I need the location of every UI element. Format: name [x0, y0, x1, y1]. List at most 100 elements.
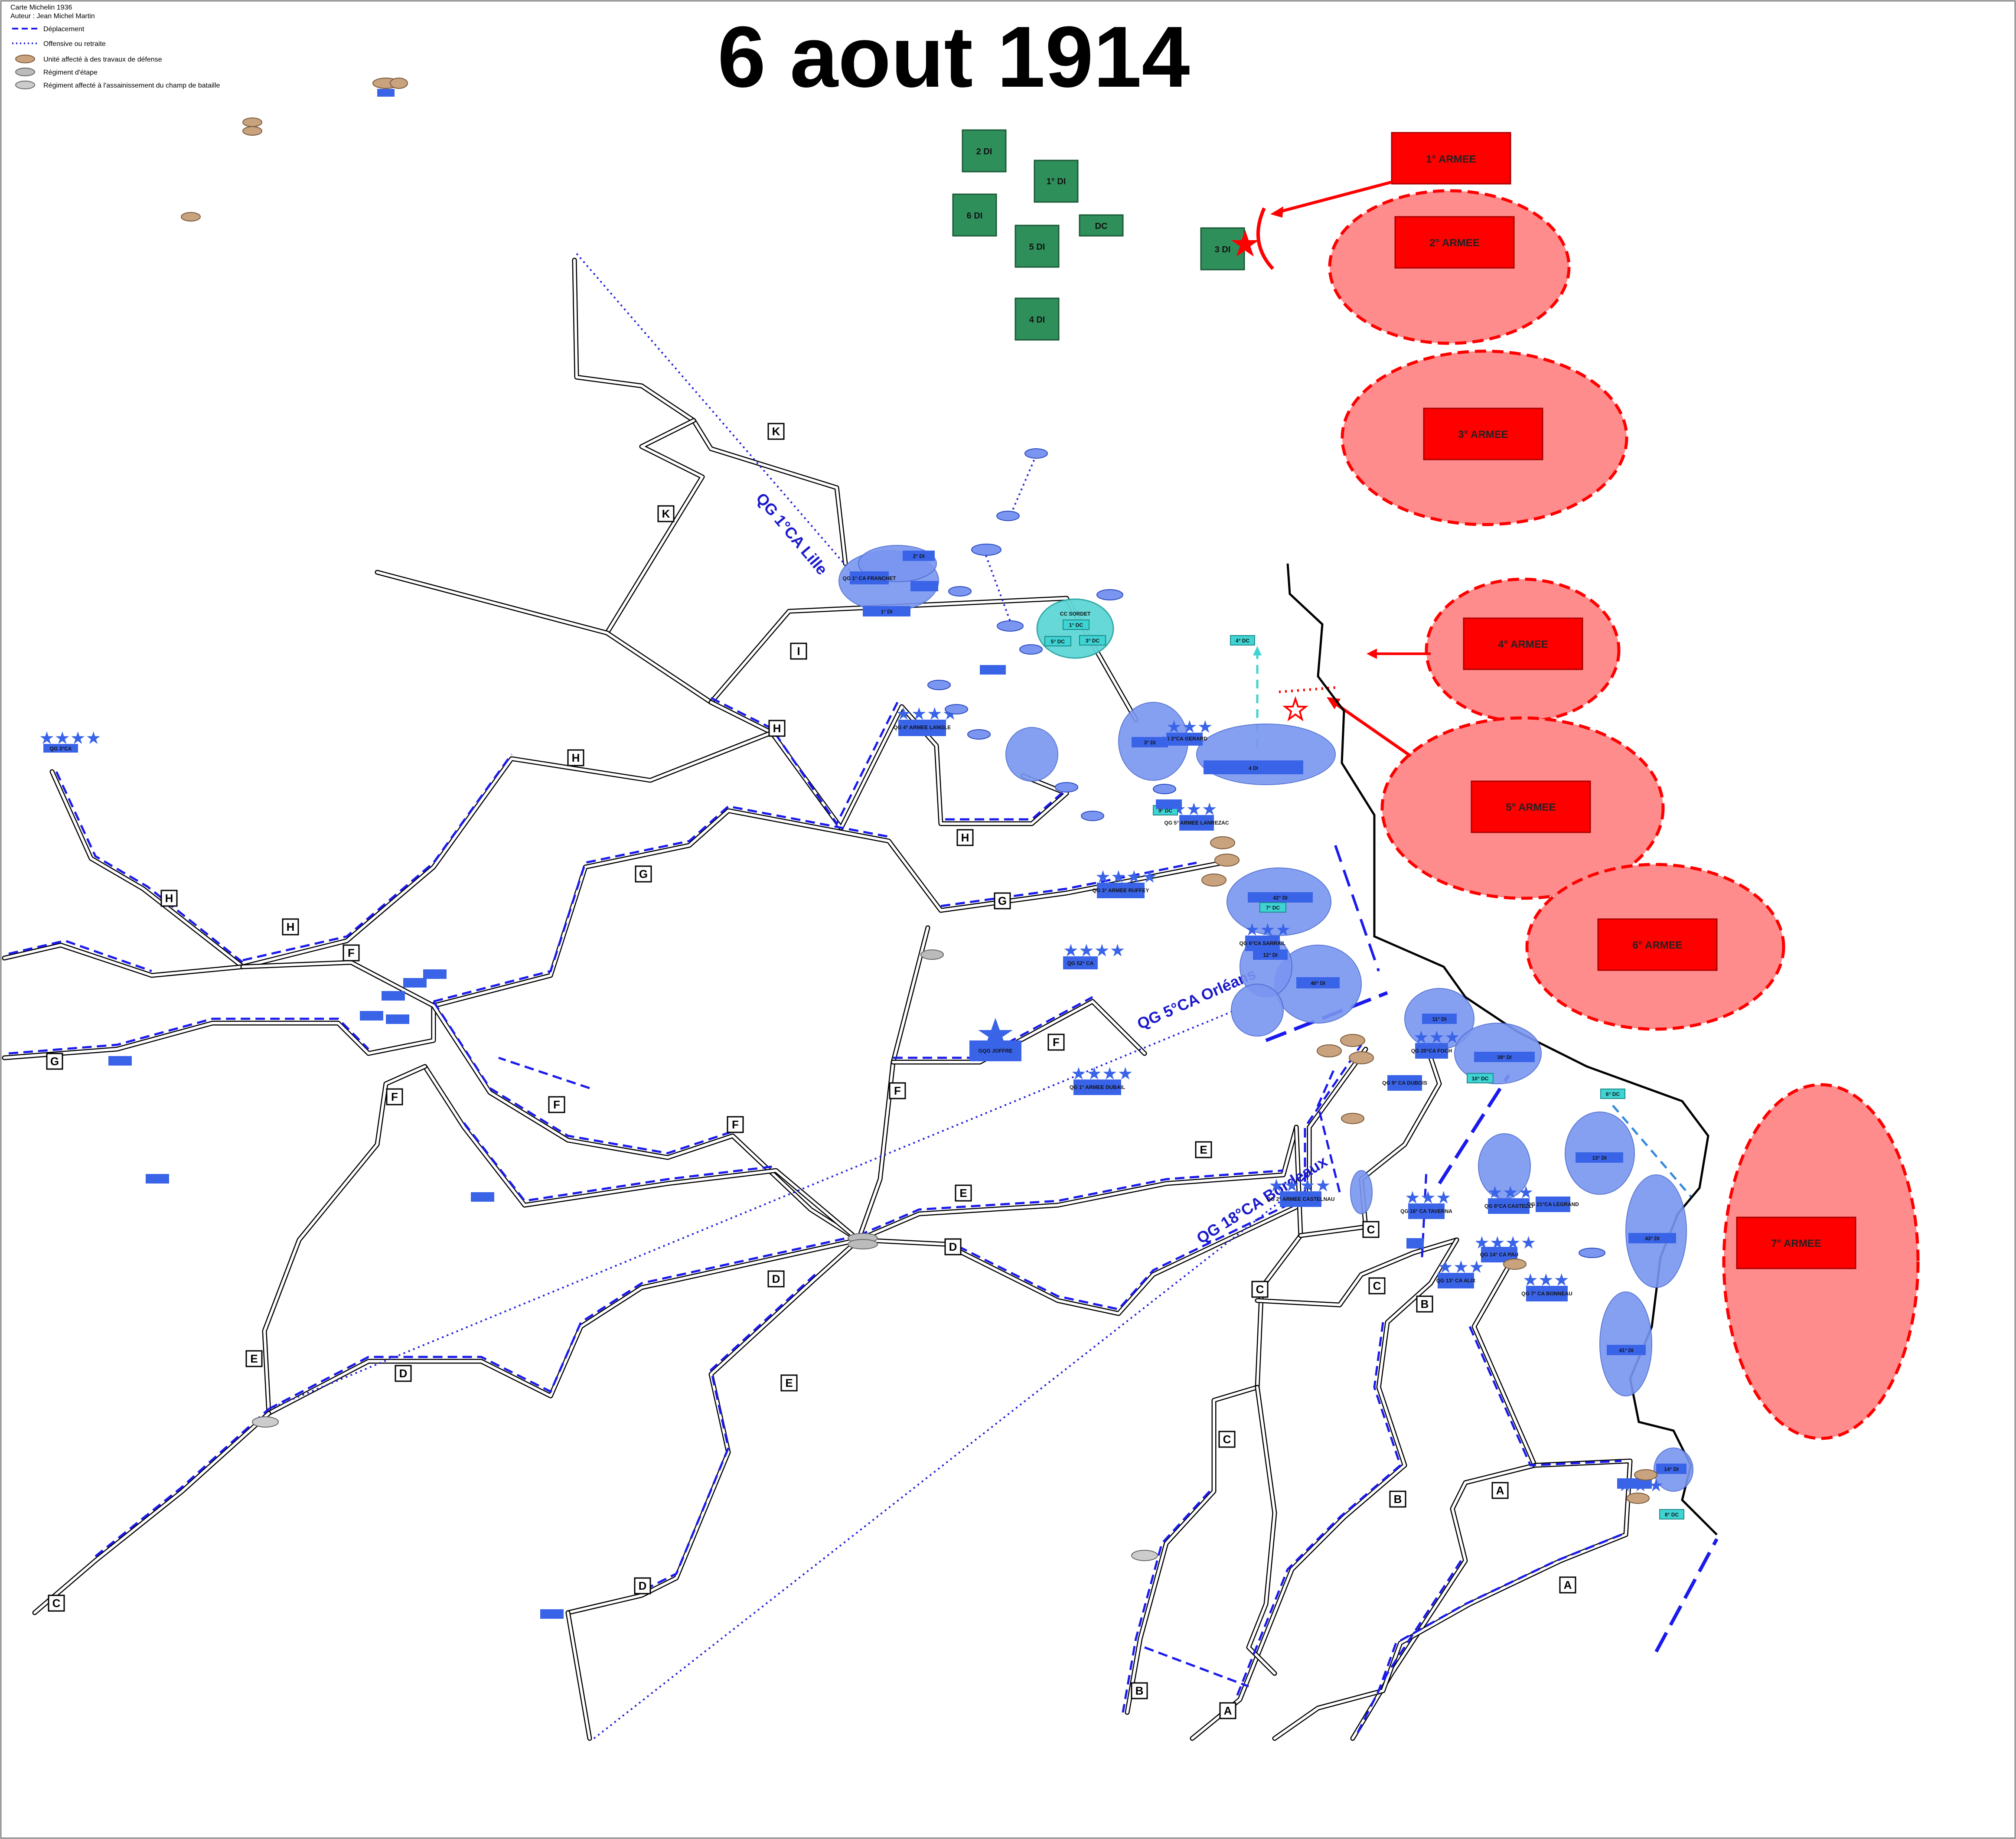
unit-zone — [1231, 984, 1284, 1037]
stars-icon: ★★★ — [1405, 1188, 1452, 1208]
french-unit-labels: QG 1° CA FRANCHET 2° DI 1° DI QG 2°CA GE… — [43, 551, 1687, 1489]
road-letter: B — [1394, 1493, 1402, 1506]
legend-author: Auteur : Jean Michel Martin — [10, 13, 95, 20]
regiment-oval — [1055, 782, 1078, 792]
army-box — [1471, 780, 1591, 833]
unit-label: QG 13° CA ALIX — [1436, 1278, 1476, 1284]
road-letter: C — [52, 1597, 61, 1610]
unit-label: 40° DI — [1311, 980, 1325, 986]
unit-label: GQG JOFFRE — [979, 1048, 1013, 1054]
assainissement-oval — [1131, 1550, 1158, 1561]
road-letter-box — [245, 1350, 263, 1367]
road-letter-box — [160, 890, 178, 907]
road-letter: A — [1564, 1578, 1572, 1591]
unit-rect — [423, 969, 447, 979]
division-box — [952, 193, 997, 237]
division-label: 6 DI — [967, 211, 983, 221]
unit-label: 12° DI — [1263, 952, 1277, 958]
unit-label: QG 21°CA LEGRAND — [1527, 1201, 1579, 1207]
division-box — [1034, 160, 1079, 203]
map-title: 6 aout 1914 — [718, 9, 1190, 105]
cavalry-label: 4° DC — [1236, 638, 1249, 644]
unit-box — [1280, 1191, 1321, 1207]
road-letter-box — [634, 1577, 651, 1594]
cavalry-label: 1° DC — [1069, 622, 1083, 628]
road-letter-box — [1416, 1295, 1433, 1313]
cavalry-label: CC SORDET — [1060, 611, 1091, 617]
road-letter: C — [1373, 1279, 1381, 1292]
army-label: 5° ARMEE — [1506, 802, 1556, 813]
road-letter-box — [386, 1088, 403, 1105]
road-letter: F — [553, 1098, 560, 1111]
road-letter: K — [662, 507, 670, 520]
regiment-oval — [1024, 448, 1048, 459]
road-letter: H — [287, 920, 295, 933]
road-letter-box — [567, 749, 584, 766]
unit-label: 41° DI — [1619, 1347, 1633, 1353]
road-letter-box — [1559, 1576, 1576, 1594]
road-letter: F — [1053, 1036, 1060, 1049]
unit-rect — [1156, 799, 1182, 809]
road-letter-box — [780, 1374, 798, 1392]
road-letter: B — [1421, 1298, 1429, 1311]
unit-rect — [471, 1192, 494, 1202]
attack-arrow — [1276, 180, 1392, 214]
unit-label: 39° DI — [1497, 1054, 1511, 1060]
cavalry-box — [1659, 1509, 1684, 1519]
stars-icon: ★★★ — [1523, 1270, 1569, 1290]
division-label: DC — [1095, 222, 1108, 231]
legend-item-label: Régiment affecté à l'assainissement du c… — [43, 82, 220, 89]
road-letter: F — [391, 1090, 398, 1103]
unit-label: 13° DI — [1592, 1155, 1606, 1161]
stars-icon: ★★★★ — [1474, 1233, 1536, 1253]
road-letter-box — [994, 892, 1011, 910]
road-letter: C — [1223, 1433, 1231, 1446]
unit-label: 1° DI — [881, 609, 893, 615]
unit-label: 2° DI — [913, 553, 925, 559]
arrow-head-icon — [1270, 206, 1283, 218]
unit-box — [1408, 1203, 1445, 1219]
german-armies: 1° ARMEE 2° ARMEE 3° ARMEE 4° ARMEE 5° A… — [1270, 132, 1920, 1440]
unit-box — [1406, 1238, 1424, 1249]
road-letter-box — [1362, 1221, 1380, 1238]
road-letter-box — [790, 642, 807, 660]
unit-label: QG 2° ARMEE CASTELNAU — [1266, 1196, 1334, 1202]
cavalry-label: 9° DC — [1158, 808, 1172, 814]
road-letter: E — [785, 1376, 793, 1389]
unit-box — [1132, 737, 1168, 747]
unit-box — [1245, 936, 1280, 951]
road-letter: D — [399, 1367, 408, 1380]
unit-box — [910, 581, 938, 591]
army-label: 3° ARMEE — [1458, 429, 1508, 440]
stars-icon: ★★★★ — [39, 728, 101, 748]
stars-icon: ★★★ — [1487, 1183, 1534, 1203]
regiment-oval — [945, 704, 968, 714]
army-label: 1° ARMEE — [1426, 153, 1476, 165]
unit-box — [1296, 977, 1340, 988]
battle-star-icon — [1231, 230, 1259, 257]
defense-unit — [1340, 1034, 1365, 1047]
division-label: 5 DI — [1029, 242, 1045, 252]
road-letter: K — [772, 425, 780, 438]
defense-unit — [1210, 836, 1235, 849]
front-line — [1612, 1105, 1692, 1197]
unit-box — [1422, 1014, 1457, 1024]
regiment-oval — [1019, 644, 1043, 655]
legend-defense-icon — [15, 55, 35, 63]
unit-box — [1415, 1043, 1448, 1059]
road-letter: H — [773, 722, 781, 735]
road-letter: G — [639, 867, 648, 880]
legend-item-label: Unité affecté à des travaux de défense — [43, 56, 162, 63]
unit-label: QG 3° ARMEE RUFFEY — [1092, 887, 1149, 893]
cavalry-label: 7° DC — [1266, 905, 1280, 911]
road-letter: D — [949, 1240, 957, 1253]
division-label: 2 DI — [976, 147, 992, 157]
unit-box — [1204, 760, 1303, 774]
unit-zone — [1625, 1174, 1687, 1288]
road-letter-box — [767, 1270, 785, 1288]
unit-label: QG 3°CA — [50, 746, 72, 752]
unit-label: QG 7° CA BONNEAU — [1521, 1291, 1572, 1297]
road-letter: B — [1135, 1684, 1144, 1697]
regiment-oval — [971, 544, 1001, 556]
